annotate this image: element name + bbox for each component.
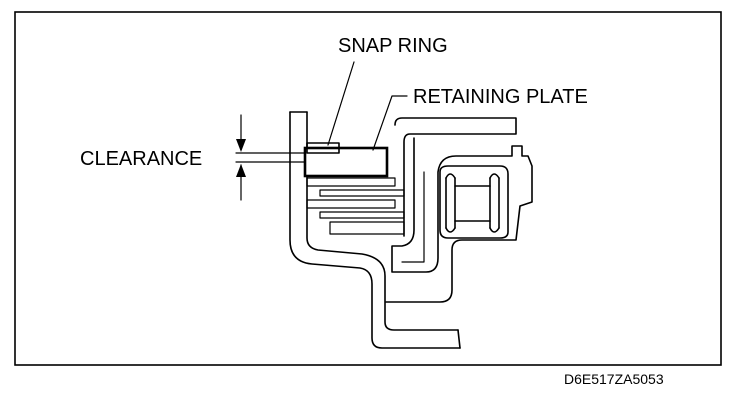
clutch-drum xyxy=(289,111,461,349)
clutch-plate xyxy=(319,211,405,219)
diagram-frame xyxy=(14,11,722,366)
clutch-plate xyxy=(306,199,396,209)
snap-ring-leader xyxy=(327,61,355,146)
snap-ring-label: SNAP RING xyxy=(338,35,448,57)
clearance-label: CLEARANCE xyxy=(80,148,202,170)
clutch-plate xyxy=(329,221,405,235)
clutch-plate xyxy=(306,177,396,187)
clearance-arrows xyxy=(236,114,246,201)
clutch-pack xyxy=(306,177,405,235)
figure-code: D6E517ZA5053 xyxy=(564,371,664,387)
clutch-plate xyxy=(319,189,405,197)
clutch-piston xyxy=(385,117,533,303)
return-spring-cage xyxy=(439,165,509,239)
retaining-plate-label: RETAINING PLATE xyxy=(413,86,588,108)
retaining-plate-leader xyxy=(372,95,408,151)
snap-ring xyxy=(306,142,340,154)
clearance-extension-lines xyxy=(235,152,306,163)
